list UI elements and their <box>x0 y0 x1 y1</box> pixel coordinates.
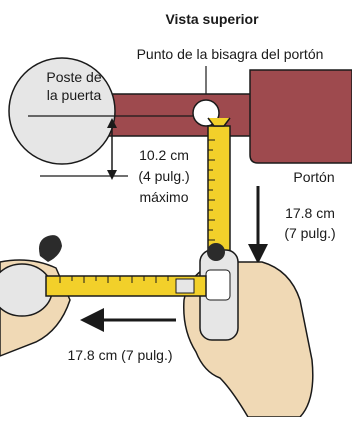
left-measure-label: 17.8 cm (7 pulg.) <box>67 347 172 363</box>
vertical-case-lock-button <box>207 243 225 261</box>
vertical-case-window <box>205 269 231 301</box>
horizontal-tape-hook <box>175 278 195 294</box>
horizontal-tape <box>45 275 207 297</box>
gate-block <box>249 69 352 164</box>
max-in-label: (4 pulg.) <box>138 168 189 184</box>
max-word-label: máximo <box>139 189 188 205</box>
down-in-label: (7 pulg.) <box>284 225 335 241</box>
left-arrow-head <box>80 308 104 332</box>
diagram-title: Vista superior <box>165 11 259 27</box>
gate-label: Portón <box>293 169 334 185</box>
max-cm-label: 10.2 cm <box>139 147 189 163</box>
down-cm-label: 17.8 cm <box>285 205 335 221</box>
down-arrow-head <box>248 244 268 264</box>
horizontal-tape-ticks <box>59 276 169 283</box>
hinge-beam <box>107 93 261 137</box>
post-label-line1: Poste de <box>46 69 101 85</box>
gate-post <box>8 57 116 165</box>
horizontal-case-lock-button <box>39 235 62 262</box>
vertical-tape-ticks <box>208 139 215 241</box>
hinge-point-label: Punto de la bisagra del portón <box>137 46 324 62</box>
max-dimension-arrow-top <box>107 118 117 128</box>
horizontal-tape-case <box>0 263 53 317</box>
post-label-line2: la puerta <box>47 87 102 103</box>
vertical-tape-hook <box>207 117 231 127</box>
max-dimension-arrow-bottom <box>107 170 117 180</box>
